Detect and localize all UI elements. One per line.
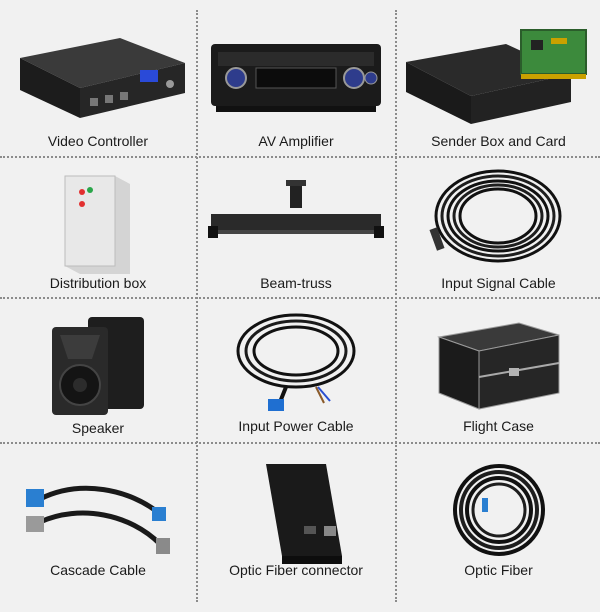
product-label: Optic Fiber <box>464 562 533 578</box>
product-cell-optic-fiber: Optic Fiber <box>397 444 600 612</box>
product-label: Beam-truss <box>260 275 332 291</box>
optic-fiber-icon <box>453 464 545 556</box>
distribution-box-icon <box>64 175 130 274</box>
product-cell-signal-cable: Input Signal Cable <box>397 158 600 297</box>
divider-horizontal-3 <box>0 442 600 444</box>
product-cell-power-cable: Input Power Cable <box>198 299 394 442</box>
product-cell-cascade-cable: Cascade Cable <box>0 444 196 612</box>
product-label: Cascade Cable <box>50 562 146 578</box>
product-cell-speaker: Speaker <box>0 299 196 442</box>
product-label: Video Controller <box>47 133 149 149</box>
divider-vertical-1 <box>196 10 198 602</box>
cascade-cable-icon <box>26 485 170 554</box>
product-label: Optic Fiber connector <box>229 562 363 578</box>
speaker-icon <box>52 317 144 415</box>
product-label: AV Amplifier <box>258 133 334 149</box>
product-label: Input Signal Cable <box>441 275 556 291</box>
product-cell-distribution-box: Distribution box <box>0 158 196 297</box>
product-cell-beam-truss: Beam-truss <box>198 158 394 297</box>
beam-truss-icon <box>208 180 384 238</box>
product-cell-flight-case: Flight Case <box>397 299 600 442</box>
product-label: Flight Case <box>463 418 534 434</box>
sender-box-icon <box>406 29 587 124</box>
fiber-connector-icon <box>266 464 342 564</box>
product-cell-fiber-connector: Optic Fiber connector <box>198 444 394 612</box>
product-label: Input Power Cable <box>238 418 354 434</box>
video-controller-icon <box>20 38 185 118</box>
product-label: Distribution box <box>49 275 147 291</box>
product-label: Speaker <box>71 420 125 436</box>
av-amplifier-icon <box>211 44 381 112</box>
power-cable-icon <box>236 313 356 411</box>
product-label: Sender Box and Card <box>431 133 566 149</box>
product-cell-sender-box: Sender Box and Card <box>397 0 600 156</box>
divider-horizontal-1 <box>0 156 600 158</box>
divider-horizontal-2 <box>0 297 600 299</box>
flight-case-icon <box>437 322 560 410</box>
signal-cable-icon <box>429 169 562 263</box>
product-cell-av-amplifier: AV Amplifier <box>198 0 394 156</box>
product-cell-video-controller: Video Controller <box>0 0 196 156</box>
divider-vertical-2 <box>395 10 397 602</box>
